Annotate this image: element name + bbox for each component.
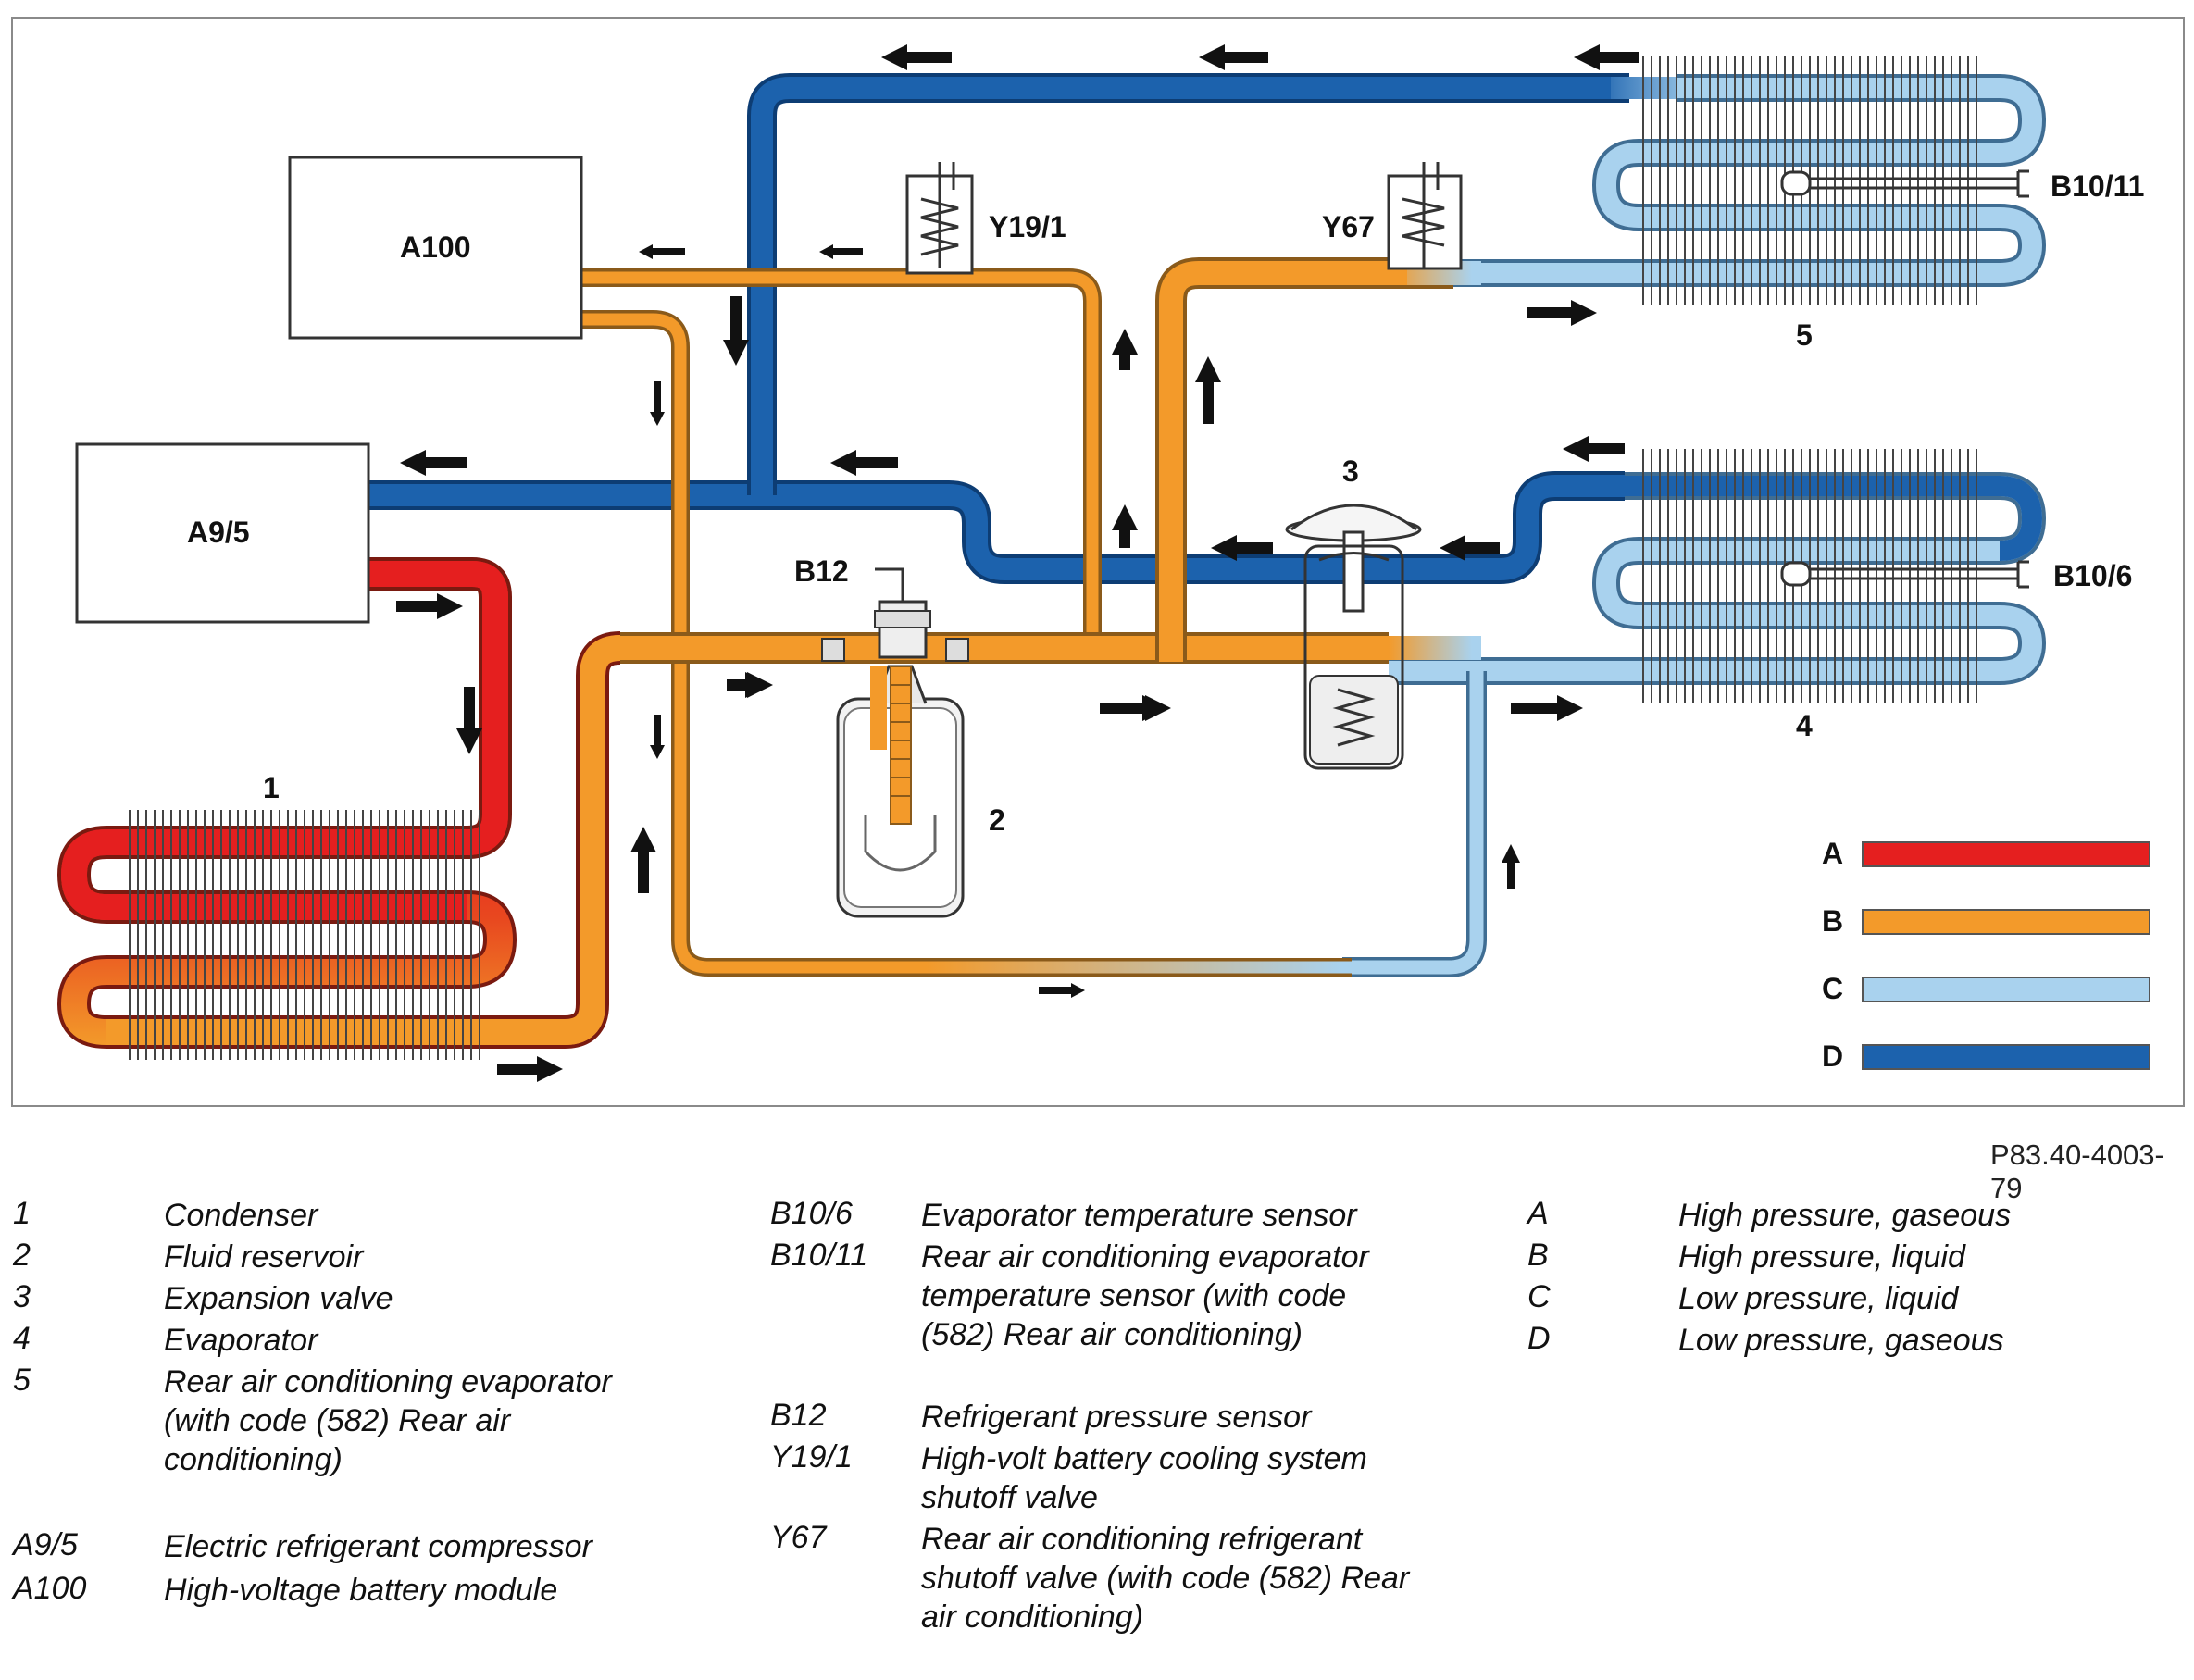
- a9-5-box: [75, 442, 370, 624]
- legend-label-a: A: [1822, 837, 1843, 870]
- legend-text: Rear air conditioning refrigerant shutof…: [921, 1522, 1410, 1635]
- legend-key: Y19/1: [770, 1439, 853, 1475]
- condenser-fins: [129, 810, 480, 1060]
- legend-key: A100: [13, 1571, 87, 1606]
- y67-valve: [1387, 162, 1463, 270]
- legend-text: Evaporator temperature sensor: [921, 1198, 1357, 1233]
- pipe-b-y19: [581, 268, 1102, 662]
- legend-label-b: B: [1822, 904, 1843, 938]
- legend-key: A9/5: [13, 1527, 78, 1562]
- pipe-b-y67: [1155, 257, 1453, 662]
- legend-key: 4: [13, 1321, 31, 1356]
- label-a9-5: A9/5: [187, 516, 250, 549]
- legend-text: High pressure, gaseous: [1678, 1198, 2012, 1233]
- label-5: 5: [1796, 318, 1813, 352]
- label-a100: A100: [400, 230, 471, 264]
- legend-text: Fluid reservoir: [164, 1239, 364, 1275]
- legend-key: 1: [13, 1196, 31, 1231]
- legend-text: High-volt battery cooling system shutoff…: [921, 1441, 1367, 1515]
- label-b10-11: B10/11: [2051, 169, 2144, 203]
- pipe-d-vertical: [747, 73, 1629, 495]
- legend-text: Refrigerant pressure sensor: [921, 1400, 1312, 1435]
- legend-key: B10/6: [770, 1196, 853, 1231]
- legend-text: Rear air conditioning evaporator (with c…: [164, 1364, 612, 1477]
- expansion-valve: [1285, 504, 1422, 770]
- y19-1-valve: [905, 162, 974, 275]
- label-2: 2: [989, 803, 1005, 837]
- legend-label-c: C: [1822, 972, 1843, 1005]
- b10-6-sensor: [1780, 560, 2029, 589]
- figure-code: P83.40-4003-79: [1990, 1139, 2164, 1204]
- b10-11-sensor: [1780, 169, 2029, 198]
- legend-text: High pressure, liquid: [1678, 1239, 1965, 1275]
- label-1: 1: [263, 771, 280, 804]
- legend-bar-b: [1862, 909, 2150, 935]
- legend-key: C: [1527, 1279, 1551, 1314]
- legend-text: High-voltage battery module: [164, 1573, 558, 1608]
- legend-key: B10/11: [770, 1238, 868, 1273]
- label-b12: B12: [794, 554, 849, 588]
- legend-text: Rear air conditioning evaporator tempera…: [921, 1239, 1369, 1352]
- rear-evaporator-tube: [1449, 74, 2046, 287]
- legend-text: Low pressure, liquid: [1678, 1281, 1959, 1316]
- legend-key: 5: [13, 1363, 31, 1398]
- label-4: 4: [1796, 709, 1813, 742]
- legend-text: Electric refrigerant compressor: [164, 1529, 592, 1564]
- legend-key: D: [1527, 1321, 1551, 1356]
- fluid-reservoir: [821, 567, 969, 918]
- component-labels: A100 A9/5 Y19/1 Y67 B12 B10/11 B10/6 1 2…: [187, 169, 2144, 837]
- label-y67: Y67: [1322, 210, 1375, 243]
- legend-key: Y67: [770, 1520, 827, 1555]
- a100-box: [288, 156, 583, 340]
- legend-label-d: D: [1822, 1039, 1843, 1073]
- label-b10-6: B10/6: [2053, 559, 2132, 592]
- flow-arrows: [396, 44, 1639, 1082]
- legend-text: Evaporator: [164, 1323, 318, 1358]
- legend-bar-a: [1862, 841, 2150, 867]
- legend-key: B: [1527, 1238, 1549, 1273]
- legend-text: Low pressure, gaseous: [1678, 1323, 2004, 1358]
- legend-text: Expansion valve: [164, 1281, 393, 1316]
- legend-key: 3: [13, 1279, 31, 1314]
- label-3: 3: [1342, 454, 1359, 488]
- legend-text: Condenser: [164, 1198, 318, 1233]
- legend-key: A: [1527, 1196, 1549, 1231]
- label-y19-1: Y19/1: [989, 210, 1066, 243]
- legend-key: 2: [13, 1238, 31, 1273]
- legend-bar-d: [1862, 1044, 2150, 1070]
- pipes: [57, 73, 2046, 1049]
- line-type-legend: A B C D: [1822, 837, 2150, 1073]
- legend-bar-c: [1862, 977, 2150, 1002]
- legend-key: B12: [770, 1398, 827, 1433]
